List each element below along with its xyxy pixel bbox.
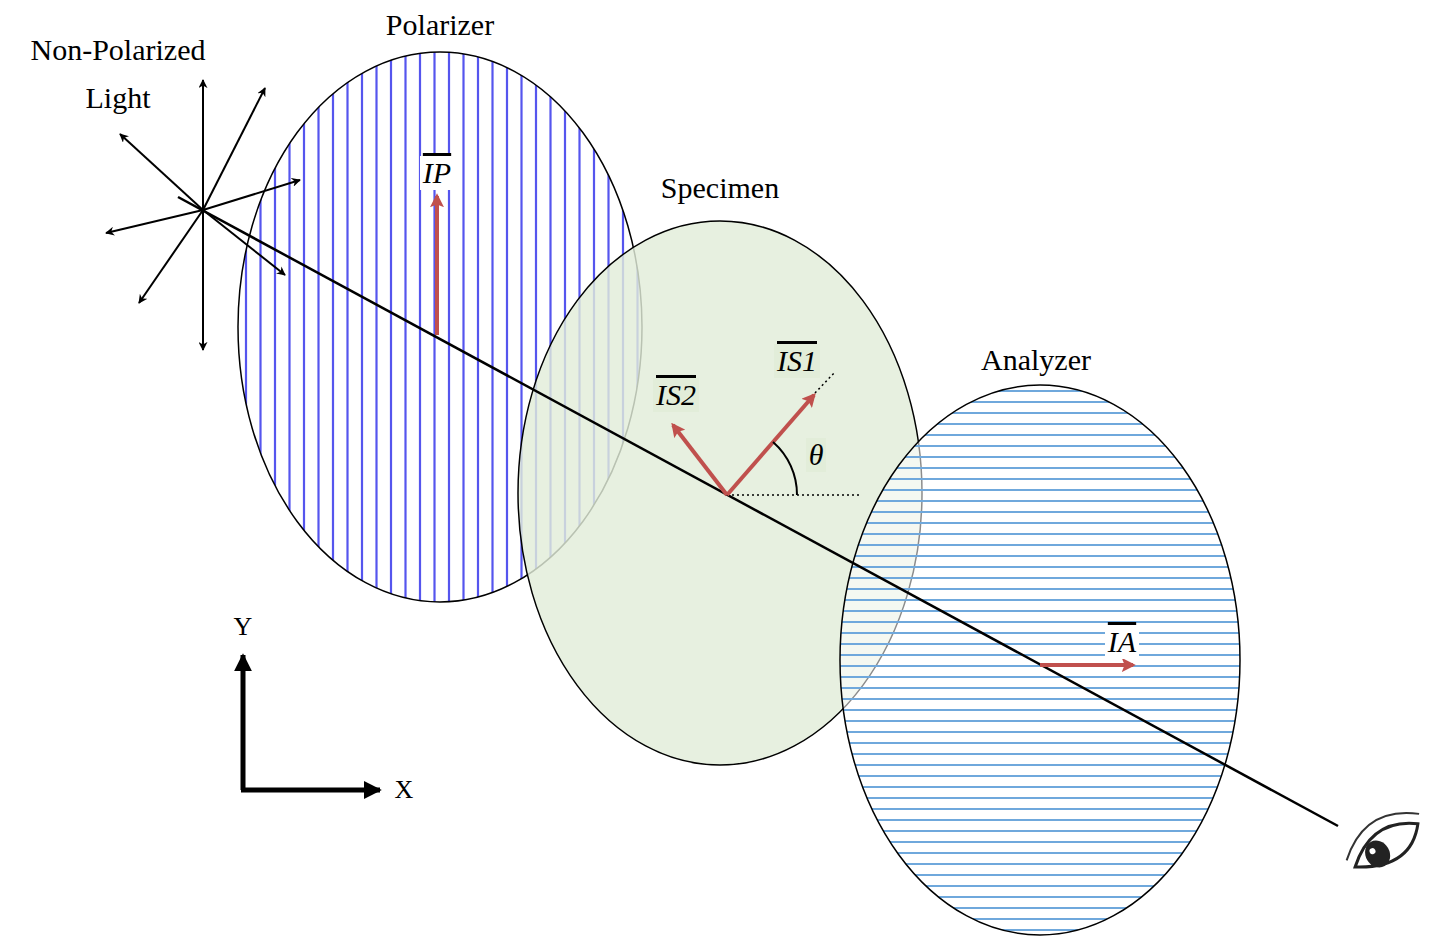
angle-arc [773,442,797,495]
part-label: Polarizer [386,8,494,43]
source-label: Non-Polarized Light [3,26,233,122]
specimen-vector-2 [673,425,727,495]
reference-line [727,494,862,496]
axis-extension [815,372,835,393]
axis-label: X [395,775,414,805]
unpolarized-arrows [106,80,300,350]
angle-label: θ [806,438,827,473]
element-outline [840,385,1240,935]
optical-element: AnalyzerIA [840,385,1240,935]
eye-icon [1337,800,1432,881]
polarizer-vector [435,196,439,335]
analyzer-vector [1040,663,1133,667]
axes [241,655,380,790]
part-label: Analyzer [981,343,1091,378]
vector-label: IS1 [774,344,820,379]
light-ray [178,197,1338,826]
vector-label: IS2 [653,378,699,413]
axis-label: Y [234,612,253,642]
part-label: Specimen [661,171,779,206]
vector-label: IA [1105,625,1139,660]
specimen-vector-1 [727,395,814,495]
vector-label: IP [420,156,454,191]
